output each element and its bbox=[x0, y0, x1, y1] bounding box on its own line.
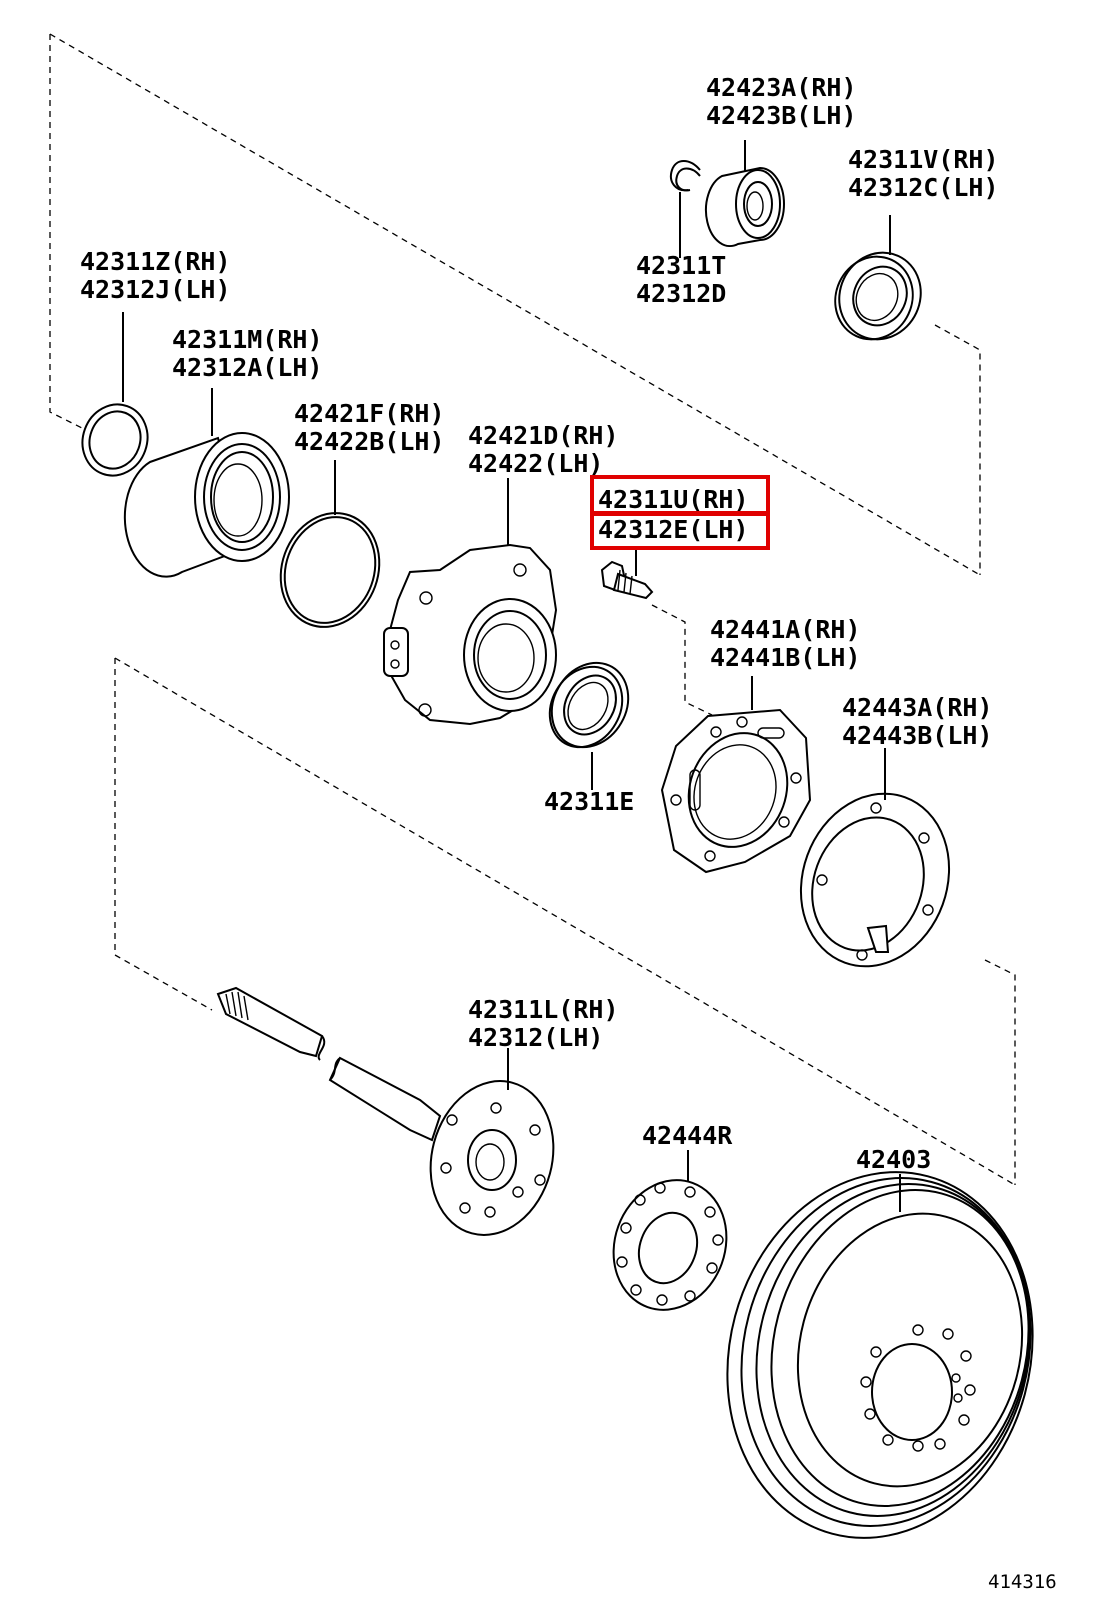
assembly-outline-upper bbox=[49, 33, 981, 576]
brake-drum-42403-part[interactable] bbox=[687, 1137, 1073, 1572]
label-42311l-rh: 42311L(RH) bbox=[468, 995, 619, 1024]
label-42311u-lh: 42312E(LH) bbox=[598, 515, 749, 544]
bearing-42311m-part[interactable] bbox=[123, 388, 290, 578]
label-42421d-lh: 42422(LH) bbox=[468, 449, 603, 478]
snap-ring-part[interactable] bbox=[670, 160, 701, 258]
label-42444r: 42444R bbox=[642, 1121, 733, 1150]
label-42421f-lh: 42422B(LH) bbox=[294, 427, 445, 456]
figure-number: 414316 bbox=[988, 1571, 1057, 1593]
label-42423-rh: 42423A(RH) bbox=[706, 73, 857, 102]
label-42311v-rh: 42311V(RH) bbox=[848, 145, 999, 174]
label-42312d: 42312D bbox=[636, 279, 726, 308]
bearing-retainer-42421d-part[interactable] bbox=[383, 478, 558, 726]
seal-42423-part[interactable] bbox=[704, 140, 785, 247]
label-42423-lh: 42423B(LH) bbox=[706, 101, 857, 130]
hub-bolt-42311u-part[interactable] bbox=[600, 546, 654, 600]
label-42311z-rh: 42311Z(RH) bbox=[80, 247, 231, 276]
oil-seal-42311e-part[interactable] bbox=[536, 649, 644, 790]
label-42441-rh: 42441A(RH) bbox=[710, 615, 861, 644]
o-ring-42421f-part[interactable] bbox=[265, 460, 395, 641]
label-42311m-rh: 42311M(RH) bbox=[172, 325, 323, 354]
highlight-box-42312e bbox=[590, 512, 770, 550]
label-42311l-lh: 42312(LH) bbox=[468, 1023, 603, 1052]
label-42311u-rh: 42311U(RH) bbox=[598, 485, 749, 514]
label-42443-rh: 42443A(RH) bbox=[842, 693, 993, 722]
label-42311e: 42311E bbox=[544, 787, 634, 816]
assembly-outline-lower bbox=[114, 604, 1016, 1186]
label-42421d-rh: 42421D(RH) bbox=[468, 421, 619, 450]
o-ring-42311z-part[interactable] bbox=[73, 312, 158, 485]
label-42441-lh: 42441B(LH) bbox=[710, 643, 861, 672]
label-42311v-lh: 42312C(LH) bbox=[848, 173, 999, 202]
plate-42444r-part[interactable] bbox=[596, 1150, 745, 1326]
oil-seal-42311v-part[interactable] bbox=[822, 215, 935, 353]
label-42421f-rh: 42421F(RH) bbox=[294, 399, 445, 428]
gasket-plate-42441-part[interactable] bbox=[660, 676, 812, 874]
label-42311m-lh: 42312A(LH) bbox=[172, 353, 323, 382]
label-42311z-lh: 42312J(LH) bbox=[80, 275, 231, 304]
axle-shaft-42311l-part[interactable] bbox=[216, 986, 570, 1249]
label-42311t: 42311T bbox=[636, 251, 726, 280]
label-42403: 42403 bbox=[856, 1145, 931, 1174]
shim-plate-42443-part[interactable] bbox=[777, 748, 973, 987]
label-42443-lh: 42443B(LH) bbox=[842, 721, 993, 750]
